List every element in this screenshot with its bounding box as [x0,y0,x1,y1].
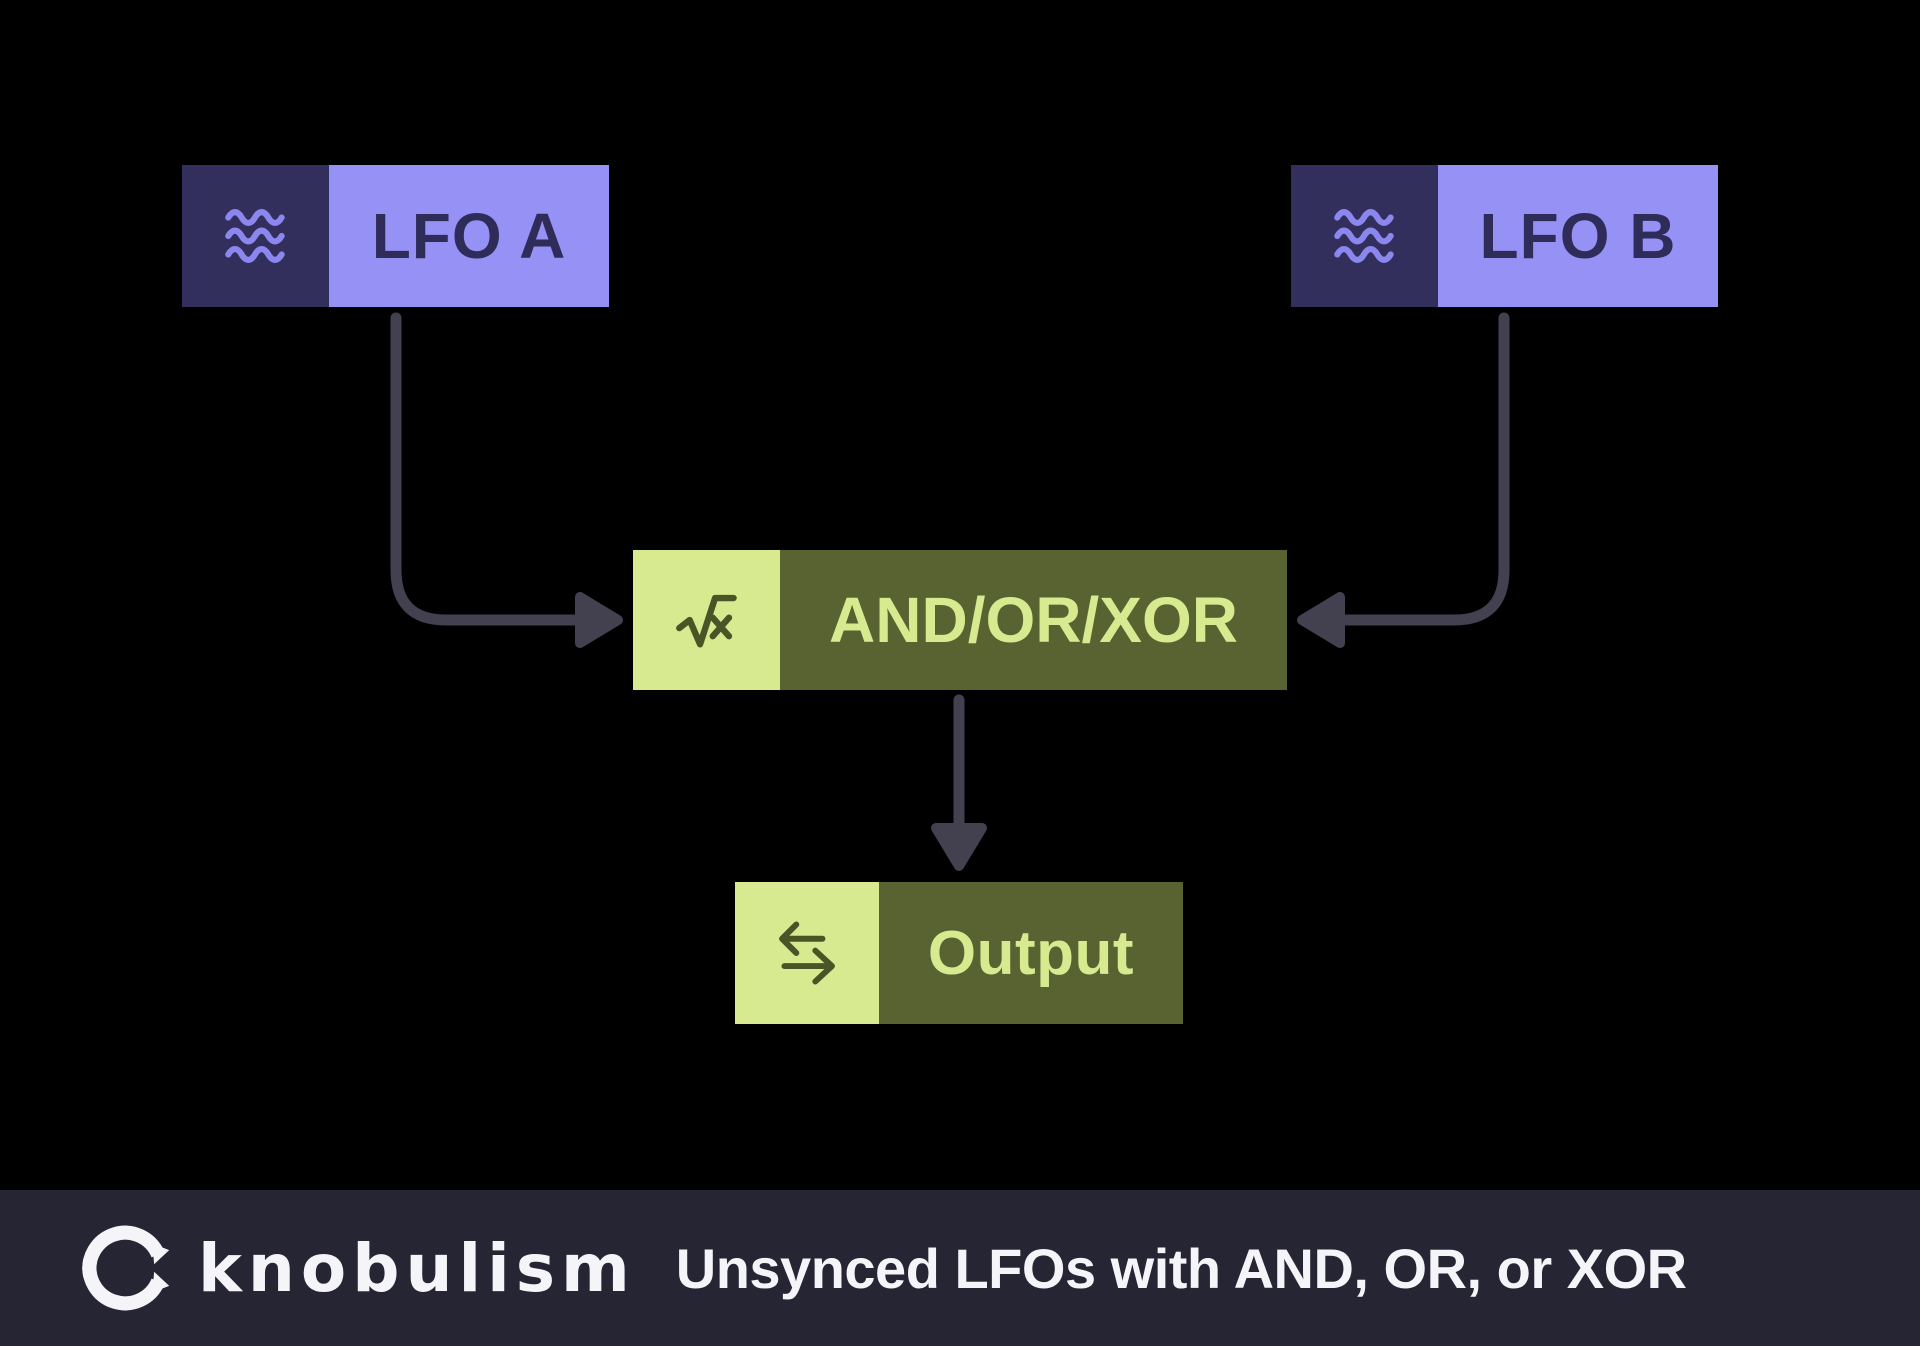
output-label: Output [879,882,1183,1024]
knob-logo-icon [82,1225,170,1311]
logic-icon-cell [633,550,780,690]
arrow-lfo-a-to-logic [390,312,623,648]
logic-label: AND/OR/XOR [780,550,1287,690]
output-icon-cell [735,882,879,1024]
node-lfo-b: LFO B [1291,165,1718,307]
node-logic: AND/OR/XOR [633,550,1287,690]
brand-name: knobulism [198,1229,636,1307]
footer-tagline: Unsynced LFOs with AND, OR, or XOR [675,1236,1687,1300]
waves-icon [1333,209,1394,263]
sqrt-x-icon [675,594,737,648]
waves-icon [224,209,285,263]
arrow-logic-to-output [931,694,987,871]
transfer-arrows-icon [779,921,835,985]
lfo-a-icon-cell [182,165,329,307]
lfo-a-label: LFO A [329,165,609,307]
lfo-b-icon-cell [1291,165,1438,307]
footer-bar: knobulism Unsynced LFOs with AND, OR, or… [0,1190,1920,1346]
node-output: Output [735,882,1183,1024]
arrow-lfo-b-to-logic [1297,312,1510,648]
node-lfo-a: LFO A [182,165,609,307]
lfo-b-label: LFO B [1438,165,1718,307]
